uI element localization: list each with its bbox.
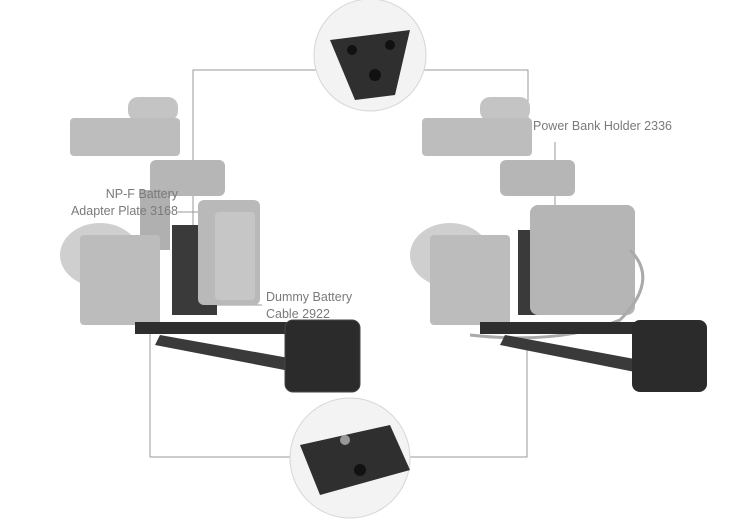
npf-adapter-label: NP-F Battery Adapter Plate 3168: [40, 186, 178, 220]
power-bank-label: Power Bank Holder 2336: [533, 119, 672, 133]
npf-label-line1: NP-F Battery: [105, 187, 178, 201]
left-camera-rig: [60, 97, 361, 393]
right-camera-rig: [410, 97, 707, 392]
dummy-label-line2: Cable 2922: [266, 307, 330, 321]
bottom-detail-circle: [289, 397, 411, 519]
top-detail-circle: [313, 0, 427, 112]
dummy-battery-label: Dummy Battery Cable 2922: [266, 289, 352, 323]
npf-label-line2: Adapter Plate 3168: [70, 204, 178, 218]
dummy-label-line1: Dummy Battery: [266, 290, 353, 304]
